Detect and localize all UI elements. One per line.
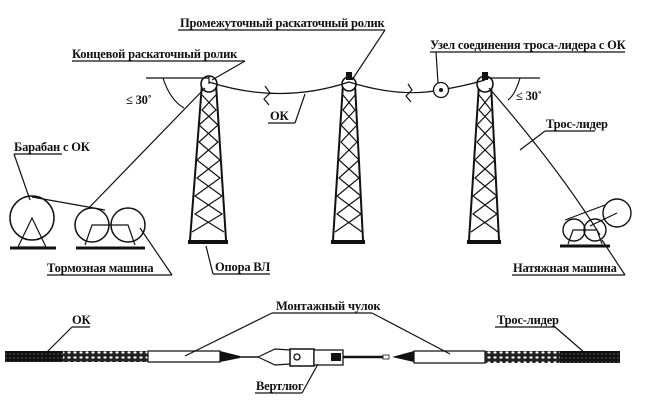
label-tower: Опора ВЛ xyxy=(215,260,271,274)
label-ok-span: ОК xyxy=(270,109,289,123)
label-angle-right: ≤ 30˚ xyxy=(516,89,542,103)
label-intermediate-roller: Промежуточный раскаточный ролик xyxy=(180,16,385,30)
tower-left xyxy=(188,75,228,244)
tower-middle xyxy=(331,72,365,244)
tension-machine xyxy=(560,198,632,248)
label-leader-rope: Трос-лидер xyxy=(546,117,608,131)
cable-span xyxy=(208,79,486,95)
label-swivel: Вертлюг xyxy=(256,379,304,393)
label-detail-ok: ОК xyxy=(72,313,91,327)
swivel xyxy=(289,348,315,367)
label-drum: Барабан с ОК xyxy=(14,140,90,154)
label-end-roller: Концевой раскаточный ролик xyxy=(72,47,238,61)
label-stocking: Монтажный чулок xyxy=(276,299,381,313)
label-detail-leader-rope: Трос-лидер xyxy=(497,313,559,327)
label-angle-left: ≤ 30˚ xyxy=(126,93,152,107)
label-brake-machine: Тормозная машина xyxy=(47,261,154,275)
pulling-assembly-detail xyxy=(5,348,620,367)
tower-right xyxy=(467,72,501,244)
label-junction: Узел соединения троса-лидера с ОК xyxy=(430,38,626,52)
label-tension-machine: Натяжная машина xyxy=(513,261,618,275)
brake-machine xyxy=(74,207,146,250)
